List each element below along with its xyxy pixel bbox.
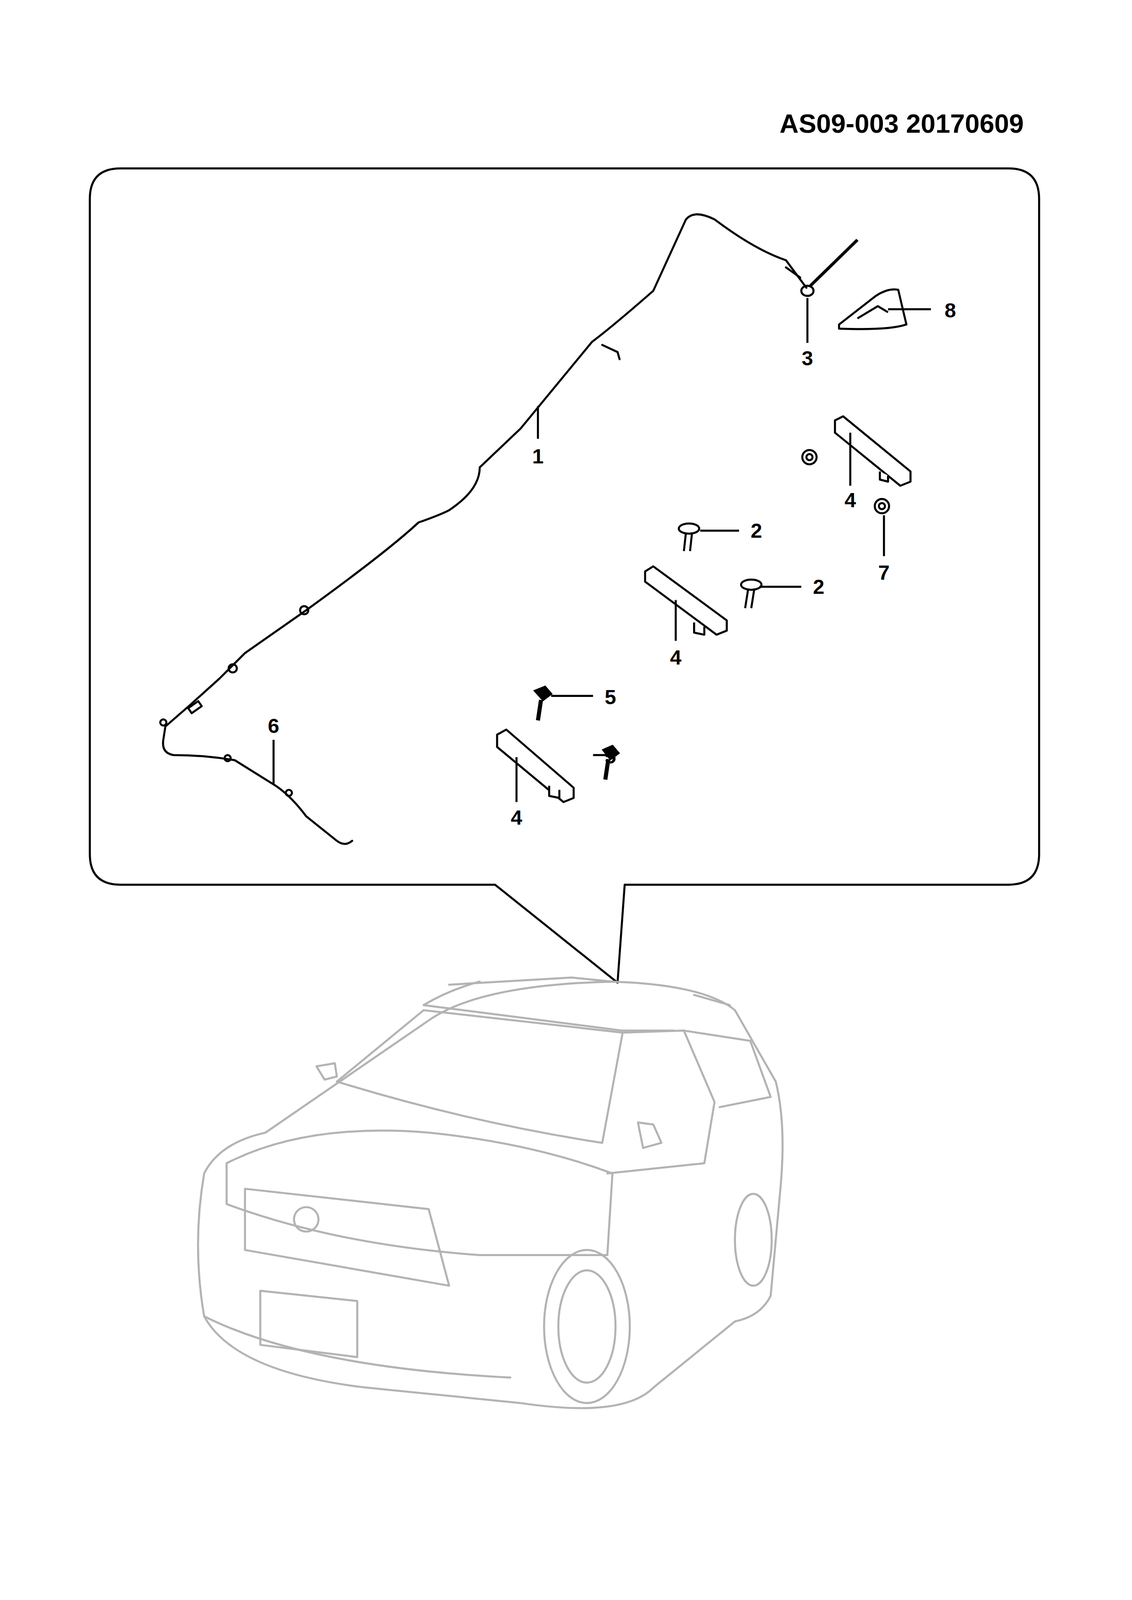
callout-number: 2 [750,520,762,542]
vehicle-outline [198,977,783,1409]
callout-number: 8 [944,300,956,321]
callout-number: 4 [510,807,522,828]
callout-panel [89,168,1040,983]
callout-number: 7 [878,562,890,584]
callout-number: 5 [604,686,616,708]
antenna-cable [160,214,807,845]
callout-number: 3 [801,348,814,369]
drawing-number: AS09-003 20170609 [779,110,1024,137]
callout-number: 1 [532,446,544,467]
callout-number: 5 [604,745,616,767]
mounting-bracket [496,416,911,803]
leader-lines [273,297,932,803]
callout-number: 4 [669,646,682,668]
callout-number: 2 [813,576,825,598]
roof-antenna [801,239,858,297]
callout-number: 4 [844,490,856,511]
callout-number: 6 [267,715,280,736]
fasteners [534,450,889,781]
